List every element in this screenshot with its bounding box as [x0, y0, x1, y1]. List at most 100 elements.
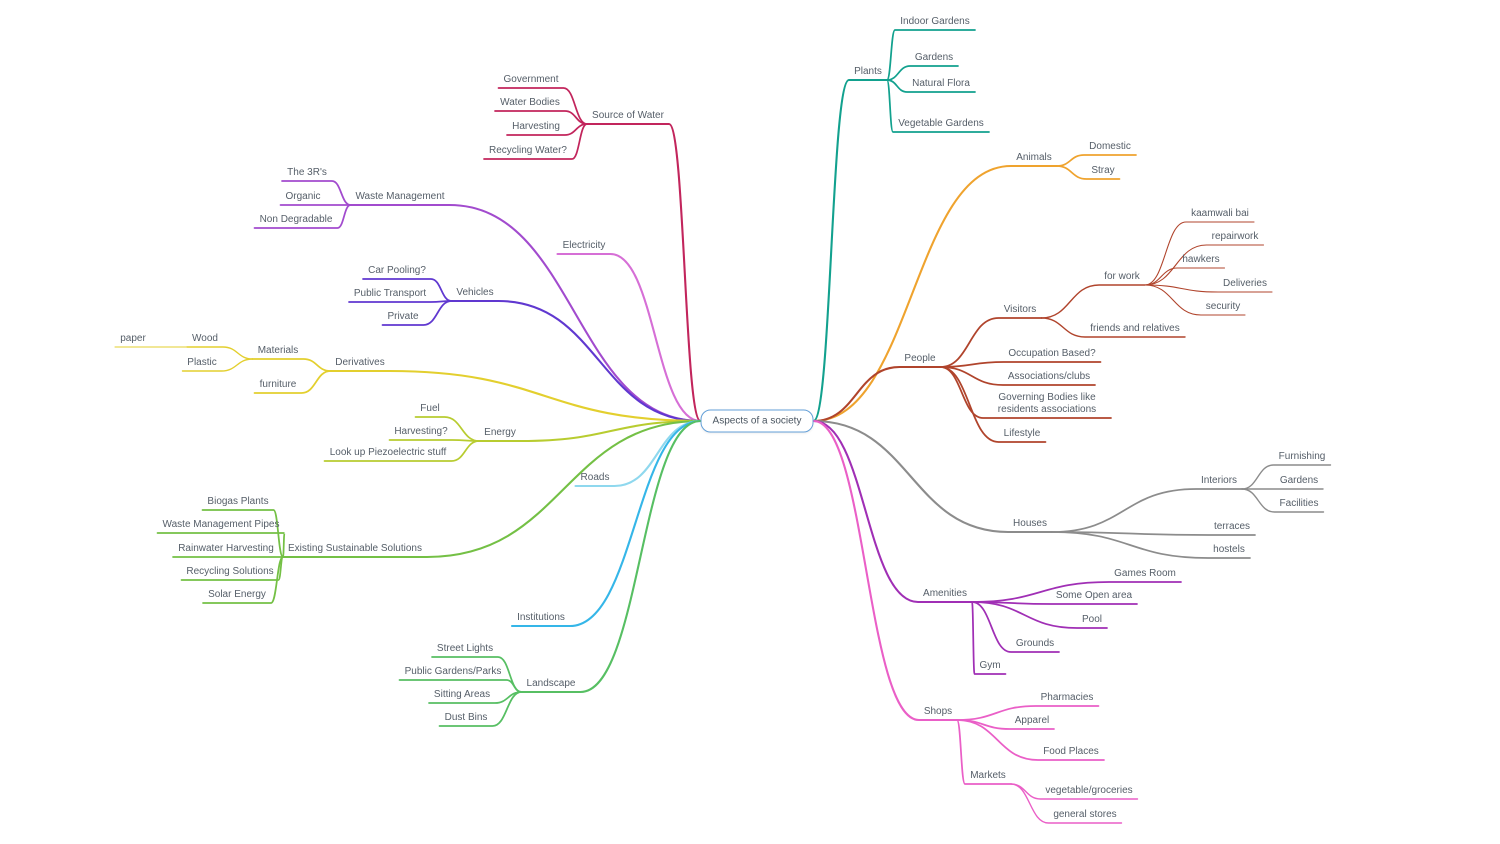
node-vegetable-groceries[interactable]: vegetable/groceries [1045, 785, 1133, 796]
root-node[interactable]: Aspects of a society [700, 409, 814, 433]
node-vehicles[interactable]: Vehicles [456, 287, 494, 298]
node-food-places[interactable]: Food Places [1043, 746, 1099, 757]
node-associations-clubs[interactable]: Associations/clubs [1007, 371, 1091, 382]
edge-lifestyle [939, 366, 1047, 443]
node-people[interactable]: People [904, 353, 936, 364]
node-gym[interactable]: Gym [979, 660, 1001, 671]
node-deliveries[interactable]: Deliveries [1223, 278, 1267, 289]
edge-houses [812, 419, 1054, 534]
node-recycling-solutions[interactable]: Recycling Solutions [186, 566, 274, 577]
node-some-open-area[interactable]: Some Open area [1055, 590, 1133, 601]
node-the-3rs[interactable]: The 3R's [287, 167, 327, 178]
node-animals[interactable]: Animals [1016, 152, 1052, 163]
node-facilities[interactable]: Facilities [1279, 498, 1319, 509]
node-kaamwali-bai[interactable]: kaamwali bai [1191, 208, 1249, 219]
node-street-lights[interactable]: Street Lights [436, 643, 494, 654]
edge-security [1144, 284, 1246, 316]
node-water-bodies[interactable]: Water Bodies [500, 97, 560, 108]
edge-energy [477, 419, 702, 443]
node-recycling-water[interactable]: Recycling Water? [489, 145, 567, 156]
node-organic[interactable]: Organic [285, 191, 321, 202]
edge-gym [971, 601, 1007, 675]
node-gardens-interiors[interactable]: Gardens [1279, 475, 1319, 486]
node-occupation-based[interactable]: Occupation Based? [1008, 348, 1096, 359]
edge-terraces [1051, 531, 1256, 536]
node-domestic[interactable]: Domestic [1089, 141, 1131, 152]
node-terraces[interactable]: terraces [1213, 521, 1251, 532]
node-plastic[interactable]: Plastic [187, 357, 217, 368]
node-materials[interactable]: Materials [257, 345, 299, 356]
node-sitting-areas[interactable]: Sitting Areas [433, 689, 491, 700]
node-sustainable-solutions[interactable]: Existing Sustainable Solutions [288, 543, 422, 554]
node-friends-and-relatives[interactable]: friends and relatives [1090, 323, 1180, 334]
edge-markets [956, 719, 1012, 785]
edge-for-work [1040, 284, 1146, 319]
node-non-degradable[interactable]: Non Degradable [259, 214, 333, 225]
node-private[interactable]: Private [387, 311, 419, 322]
node-waste-management[interactable]: Waste Management [355, 191, 445, 202]
node-governing-bodies[interactable]: Governing Bodies like residents associat… [997, 392, 1097, 415]
node-wood[interactable]: Wood [192, 333, 218, 344]
edge-deliveries [1144, 284, 1273, 293]
node-apparel[interactable]: Apparel [1014, 715, 1050, 726]
node-general-stores[interactable]: general stores [1053, 809, 1117, 820]
node-natural-flora[interactable]: Natural Flora [912, 78, 970, 89]
edge-natural-flora [886, 79, 976, 93]
node-for-work[interactable]: for work [1104, 271, 1140, 282]
node-car-pooling[interactable]: Car Pooling? [368, 265, 426, 276]
node-fuel[interactable]: Fuel [420, 403, 440, 414]
node-biogas-plants[interactable]: Biogas Plants [207, 496, 269, 507]
edge-facilities [1241, 488, 1325, 513]
node-pool[interactable]: Pool [1081, 614, 1103, 625]
edge-occupation-based [939, 361, 1102, 368]
node-government[interactable]: Government [503, 74, 559, 85]
node-waste-management-pipes[interactable]: Waste Management Pipes [162, 519, 280, 530]
edge-general-stores [1010, 783, 1123, 824]
node-institutions[interactable]: Institutions [517, 612, 565, 623]
edge-landscape [520, 419, 702, 694]
node-hostels[interactable]: hostels [1213, 544, 1245, 555]
node-landscape[interactable]: Landscape [526, 678, 576, 689]
node-roads[interactable]: Roads [580, 472, 610, 483]
edge-gardens [886, 65, 959, 81]
node-vegetable-gardens[interactable]: Vegetable Gardens [898, 118, 984, 129]
node-pharmacies[interactable]: Pharmacies [1040, 692, 1094, 703]
node-rainwater-harvesting[interactable]: Rainwater Harvesting [178, 543, 274, 554]
node-security[interactable]: security [1205, 301, 1241, 312]
node-dust-bins[interactable]: Dust Bins [444, 712, 488, 723]
node-grounds[interactable]: Grounds [1015, 638, 1055, 649]
node-solar-energy[interactable]: Solar Energy [208, 589, 266, 600]
node-public-gardens-parks[interactable]: Public Gardens/Parks [404, 666, 502, 677]
node-plants[interactable]: Plants [854, 66, 882, 77]
node-electricity[interactable]: Electricity [562, 240, 606, 251]
node-amenities[interactable]: Amenities [923, 588, 967, 599]
node-lifestyle[interactable]: Lifestyle [1003, 428, 1041, 439]
node-games-room[interactable]: Games Room [1114, 568, 1176, 579]
node-gardens[interactable]: Gardens [914, 52, 954, 63]
node-derivatives[interactable]: Derivatives [335, 357, 385, 368]
edge-materials [251, 358, 332, 372]
node-energy[interactable]: Energy [484, 427, 516, 438]
node-harvesting-energy[interactable]: Harvesting? [394, 426, 448, 437]
node-source-of-water[interactable]: Source of Water [592, 110, 664, 121]
edge-hawkers [1144, 267, 1226, 286]
node-piezoelectric[interactable]: Look up Piezoelectric stuff [329, 447, 447, 458]
node-repairwork[interactable]: repairwork [1211, 231, 1259, 242]
node-stray[interactable]: Stray [1091, 165, 1115, 176]
edge-waste-management [349, 203, 702, 423]
node-houses[interactable]: Houses [1013, 518, 1047, 529]
node-shops[interactable]: Shops [923, 706, 953, 717]
node-markets[interactable]: Markets [970, 770, 1006, 781]
node-hawkers[interactable]: hawkers [1182, 254, 1220, 265]
edge-shops [812, 419, 959, 722]
node-paper[interactable]: paper [120, 333, 146, 344]
node-harvesting-water[interactable]: Harvesting [512, 121, 560, 132]
edge-people [812, 365, 942, 423]
edge-dust-bins [438, 691, 523, 727]
node-public-transport[interactable]: Public Transport [353, 288, 427, 299]
node-indoor-gardens[interactable]: Indoor Gardens [900, 16, 970, 27]
node-furnishing[interactable]: Furnishing [1278, 451, 1326, 462]
node-furniture[interactable]: furniture [259, 379, 297, 390]
node-interiors[interactable]: Interiors [1200, 475, 1238, 486]
node-visitors[interactable]: Visitors [1003, 304, 1037, 315]
